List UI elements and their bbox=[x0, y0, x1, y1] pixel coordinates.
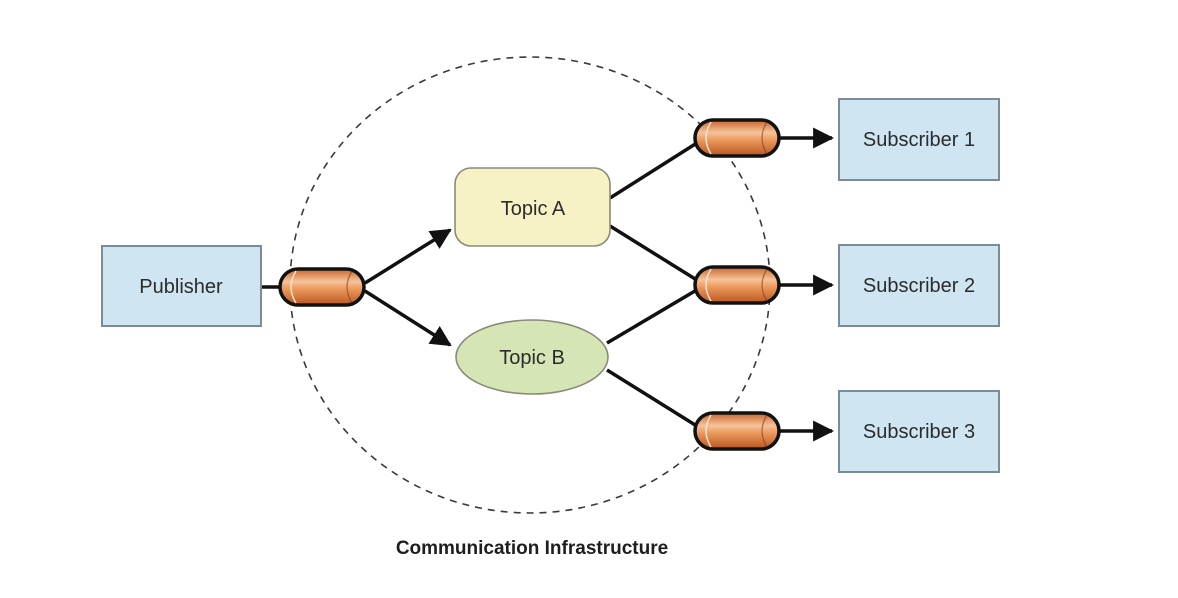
publisher-node: Publisher bbox=[101, 245, 262, 327]
topic-b-label: Topic B bbox=[499, 347, 565, 369]
publisher-pipe-icon bbox=[278, 267, 366, 307]
subscriber-3-pipe-icon bbox=[693, 411, 781, 451]
topic-b-node: Topic B bbox=[455, 319, 609, 395]
subscriber-1-node: Subscriber 1 bbox=[838, 98, 1000, 181]
subscriber-2-node: Subscriber 2 bbox=[838, 244, 1000, 327]
subscriber-3-node: Subscriber 3 bbox=[838, 390, 1000, 473]
topic-a-label: Topic A bbox=[501, 198, 566, 220]
infrastructure-caption: Communication Infrastructure bbox=[396, 538, 668, 559]
pipe-to-topic-b-arrow bbox=[364, 289, 452, 347]
subscriber-2-pipe-icon bbox=[693, 265, 781, 305]
subscriber-2-label: Subscriber 2 bbox=[863, 275, 975, 297]
subscriber-1-label: Subscriber 1 bbox=[863, 129, 975, 151]
topic-a-to-pipe-1 bbox=[609, 139, 701, 200]
publisher-label: Publisher bbox=[139, 276, 223, 298]
topic-b-to-pipe-2 bbox=[606, 286, 701, 345]
topic-b-to-pipe-3 bbox=[606, 368, 701, 430]
connections bbox=[261, 127, 835, 442]
topic-a-to-pipe-2 bbox=[609, 224, 701, 284]
pipe-to-topic-a-arrow bbox=[364, 228, 452, 285]
subscriber-1-pipe-icon bbox=[693, 118, 781, 158]
subscriber-3-label: Subscriber 3 bbox=[863, 421, 975, 443]
topic-a-node: Topic A bbox=[454, 167, 611, 247]
